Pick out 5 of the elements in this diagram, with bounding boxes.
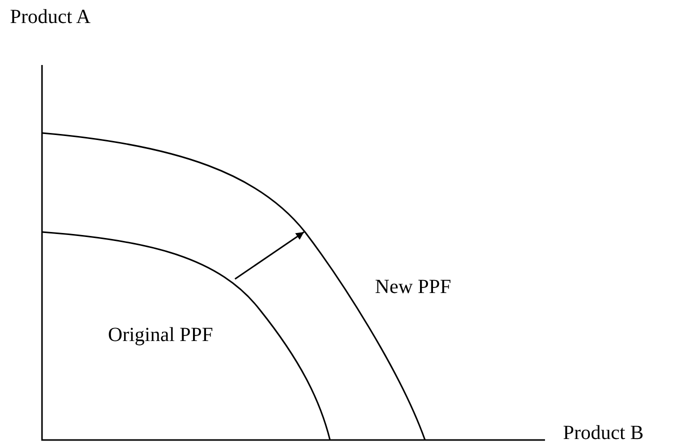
axis-label: Product B [563, 422, 644, 444]
curve-label: Original PPF [108, 324, 214, 346]
axis-label: Product A [10, 6, 91, 28]
shift-arrow [234, 231, 304, 280]
curve-label: New PPF [375, 276, 452, 298]
